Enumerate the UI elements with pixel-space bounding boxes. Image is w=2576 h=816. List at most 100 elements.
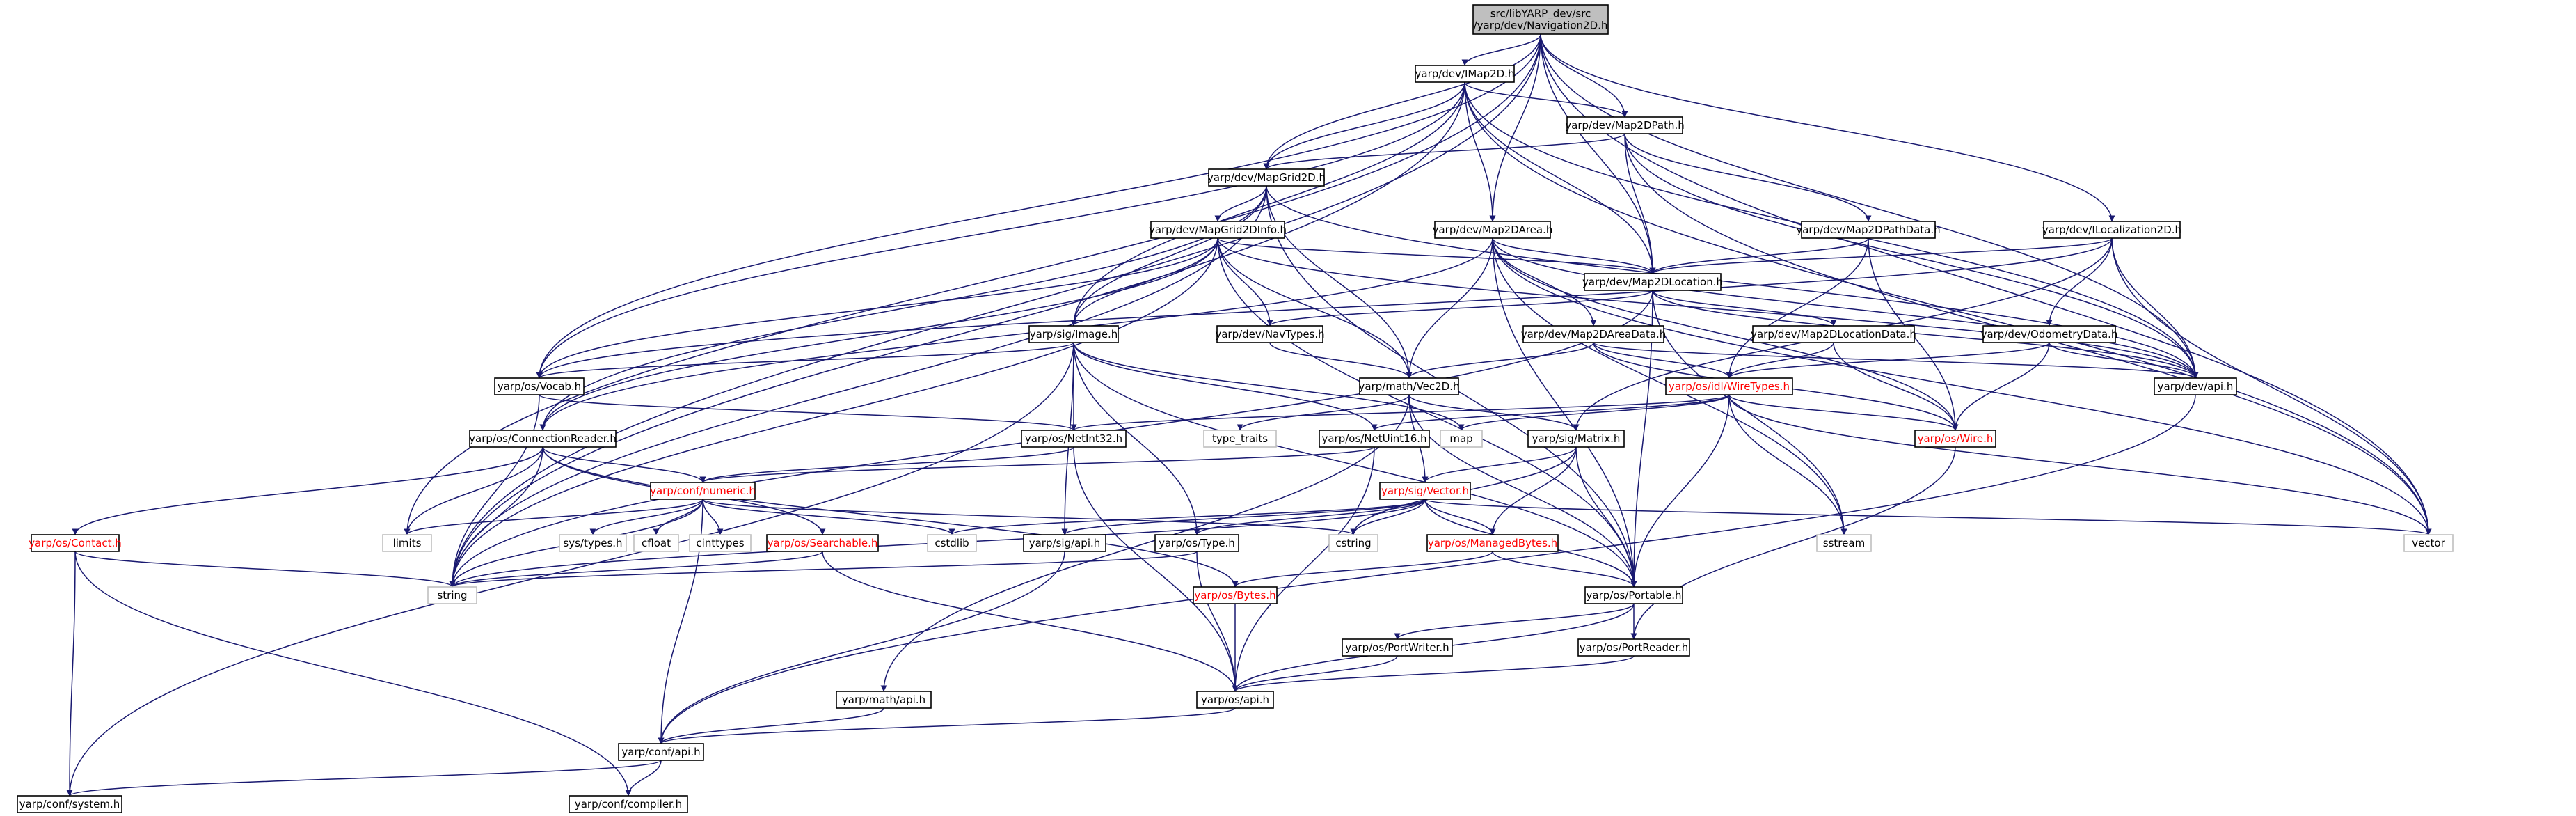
edge-searchable-to-osapi [822, 551, 1239, 692]
edge-map2dlocationdata-to-wiretypes [1726, 342, 1834, 379]
node-map2dlocation[interactable]: yarp/dev/Map2DLocation.h [1582, 273, 1723, 291]
node-connectionreader[interactable]: yarp/os/ConnectionReader.h [469, 430, 617, 448]
edge-map2darea-to-wire [1492, 237, 1959, 431]
edge-wiretypes-to-netint32 [1070, 394, 1730, 431]
node-label: yarp/dev/Map2DAreaData.h [1521, 328, 1667, 340]
node-ilocalization2d[interactable]: yarp/dev/ILocalization2D.h [2042, 221, 2181, 239]
edge-sigvector-to-cstring [1350, 499, 1426, 535]
edge-map2darea-to-connectionreader [539, 237, 1493, 431]
node-label: yarp/os/ManagedBytes.h [1428, 537, 1557, 549]
edge-mapgrid2dinfo-to-connectionreader [539, 237, 1218, 431]
edge-imap2d-to-string [449, 81, 1465, 588]
node-sigmatrix[interactable]: yarp/sig/Matrix.h [1527, 430, 1625, 448]
node-label: cstring [1335, 537, 1371, 549]
node-label: yarp/dev/Map2DPath.h [1565, 119, 1684, 132]
node-vocab[interactable]: yarp/os/Vocab.h [494, 377, 585, 395]
node-label: yarp/conf/numeric.h [650, 485, 756, 497]
edge-map2dpath-to-mapgrid2d [1263, 133, 1625, 170]
node-box [1472, 4, 1609, 35]
edge-numeric-to-cstring [702, 499, 1357, 535]
node-box [1342, 638, 1453, 657]
node-cinttypes: cinttypes [689, 534, 752, 552]
node-string: string [427, 586, 477, 604]
edge-root-to-imap2d [1461, 33, 1541, 66]
node-portable[interactable]: yarp/os/Portable.h [1584, 586, 1683, 604]
node-searchable[interactable]: yarp/os/Searchable.h [766, 534, 879, 552]
node-box [1193, 586, 1278, 604]
node-label: yarp/os/idl/WireTypes.h [1669, 380, 1790, 393]
edge-vec2d-to-sigmatrix [1408, 394, 1580, 431]
node-map2dlocationdata[interactable]: yarp/dev/Map2DLocationData.h [1751, 325, 1916, 343]
node-label: yarp/os/Portable.h [1587, 589, 1682, 602]
node-box [650, 482, 756, 500]
edge-mapgrid2d-to-string [449, 185, 1267, 588]
edge-devapi-to-confapi [658, 394, 2196, 744]
node-map2dareadata[interactable]: yarp/dev/Map2DAreaData.h [1521, 325, 1667, 343]
edge-sigvector-to-cstdlib [948, 499, 1426, 535]
node-box [836, 691, 932, 709]
node-label: string [437, 589, 467, 602]
edge-netuint16-to-osapi [1232, 446, 1375, 692]
node-map2dpath[interactable]: yarp/dev/Map2DPath.h [1565, 116, 1685, 134]
edge-imap2d-to-map2darea [1464, 81, 1496, 222]
edge-map2dlocation-to-map2dlocationdata [1652, 290, 1837, 327]
edge-managedbytes-to-portable [1492, 551, 1637, 588]
node-label: yarp/os/Bytes.h [1194, 589, 1275, 602]
node-confapi[interactable]: yarp/conf/api.h [618, 743, 704, 761]
edge-map2darea-to-vector [1492, 237, 2432, 535]
node-box [927, 534, 977, 552]
edge-map2dlocation-to-navtypes [1266, 290, 1653, 327]
edge-sigvector-to-vector [1424, 499, 2431, 535]
node-ostype[interactable]: yarp/os/Type.h [1154, 534, 1239, 552]
node-netint32[interactable]: yarp/os/NetInt32.h [1021, 430, 1127, 448]
node-devapi[interactable]: yarp/dev/api.h [2154, 377, 2237, 395]
node-label: vector [2412, 537, 2445, 549]
edge-sigimage-to-map [1073, 342, 1465, 431]
node-wiretypes[interactable]: yarp/os/idl/WireTypes.h [1665, 377, 1793, 395]
edge-confapi-to-system [66, 760, 662, 797]
node-sigvector[interactable]: yarp/sig/Vector.h [1379, 482, 1471, 500]
node-navtypes[interactable]: yarp/dev/NavTypes.h [1215, 325, 1325, 343]
node-bytes[interactable]: yarp/os/Bytes.h [1193, 586, 1278, 604]
node-mathapi[interactable]: yarp/math/api.h [836, 691, 932, 709]
node-osapi[interactable]: yarp/os/api.h [1196, 691, 1274, 709]
edge-numeric-to-cstdlib [702, 499, 955, 535]
edge-sigvector-to-sigapi [1061, 499, 1426, 535]
node-odometrydata[interactable]: yarp/dev/OdometryData.h [1981, 325, 2118, 343]
node-netuint16[interactable]: yarp/os/NetUint16.h [1319, 430, 1430, 448]
node-label: type_traits [1212, 432, 1268, 446]
node-managedbytes[interactable]: yarp/os/ManagedBytes.h [1426, 534, 1559, 552]
node-box [559, 534, 627, 552]
node-label: yarp/conf/api.h [621, 746, 700, 758]
node-map2darea[interactable]: yarp/dev/Map2DArea.h [1433, 221, 1553, 239]
node-portreader[interactable]: yarp/os/PortReader.h [1577, 638, 1690, 657]
nodes-layer: src/libYARP_dev/src/yarp/dev/Navigation2… [17, 4, 2454, 813]
edge-wiretypes-to-sstream [1728, 394, 1847, 535]
node-map2dpathdata[interactable]: yarp/dev/Map2DPathData.h [1796, 221, 1941, 239]
node-label: yarp/dev/MapGrid2D.h [1207, 171, 1326, 184]
node-mapgrid2dinfo[interactable]: yarp/dev/MapGrid2DInfo.h [1149, 221, 1287, 239]
edge-ostype-to-string [449, 551, 1198, 588]
node-sigapi[interactable]: yarp/sig/api.h [1023, 534, 1106, 552]
node-box [569, 795, 688, 813]
node-wire[interactable]: yarp/os/Wire.h [1914, 430, 1996, 448]
node-label: src/libYARP_dev/src [1490, 8, 1591, 21]
edge-wiretypes-to-wire [1728, 394, 1959, 431]
node-compiler[interactable]: yarp/conf/compiler.h [569, 795, 688, 813]
node-sigimage[interactable]: yarp/sig/Image.h [1028, 325, 1119, 343]
node-system[interactable]: yarp/conf/system.h [17, 795, 122, 813]
node-numeric[interactable]: yarp/conf/numeric.h [650, 482, 756, 500]
node-imap2d[interactable]: yarp/dev/IMap2D.h [1415, 65, 1515, 83]
node-contact[interactable]: yarp/os/Contact.h [29, 534, 122, 552]
node-portwriter[interactable]: yarp/os/PortWriter.h [1342, 638, 1453, 657]
node-label: yarp/dev/Map2DPathData.h [1796, 223, 1940, 236]
node-label: limits [393, 537, 422, 549]
node-box [1434, 221, 1551, 239]
node-box [427, 586, 477, 604]
node-label: yarp/sig/api.h [1029, 537, 1101, 549]
edge-osapi-to-confapi [658, 707, 1236, 744]
node-label: yarp/os/NetUint16.h [1321, 432, 1426, 445]
node-label: yarp/dev/ILocalization2D.h [2042, 223, 2181, 236]
node-vec2d[interactable]: yarp/math/Vec2D.h [1359, 377, 1460, 395]
node-mapgrid2d[interactable]: yarp/dev/MapGrid2D.h [1207, 168, 1326, 187]
